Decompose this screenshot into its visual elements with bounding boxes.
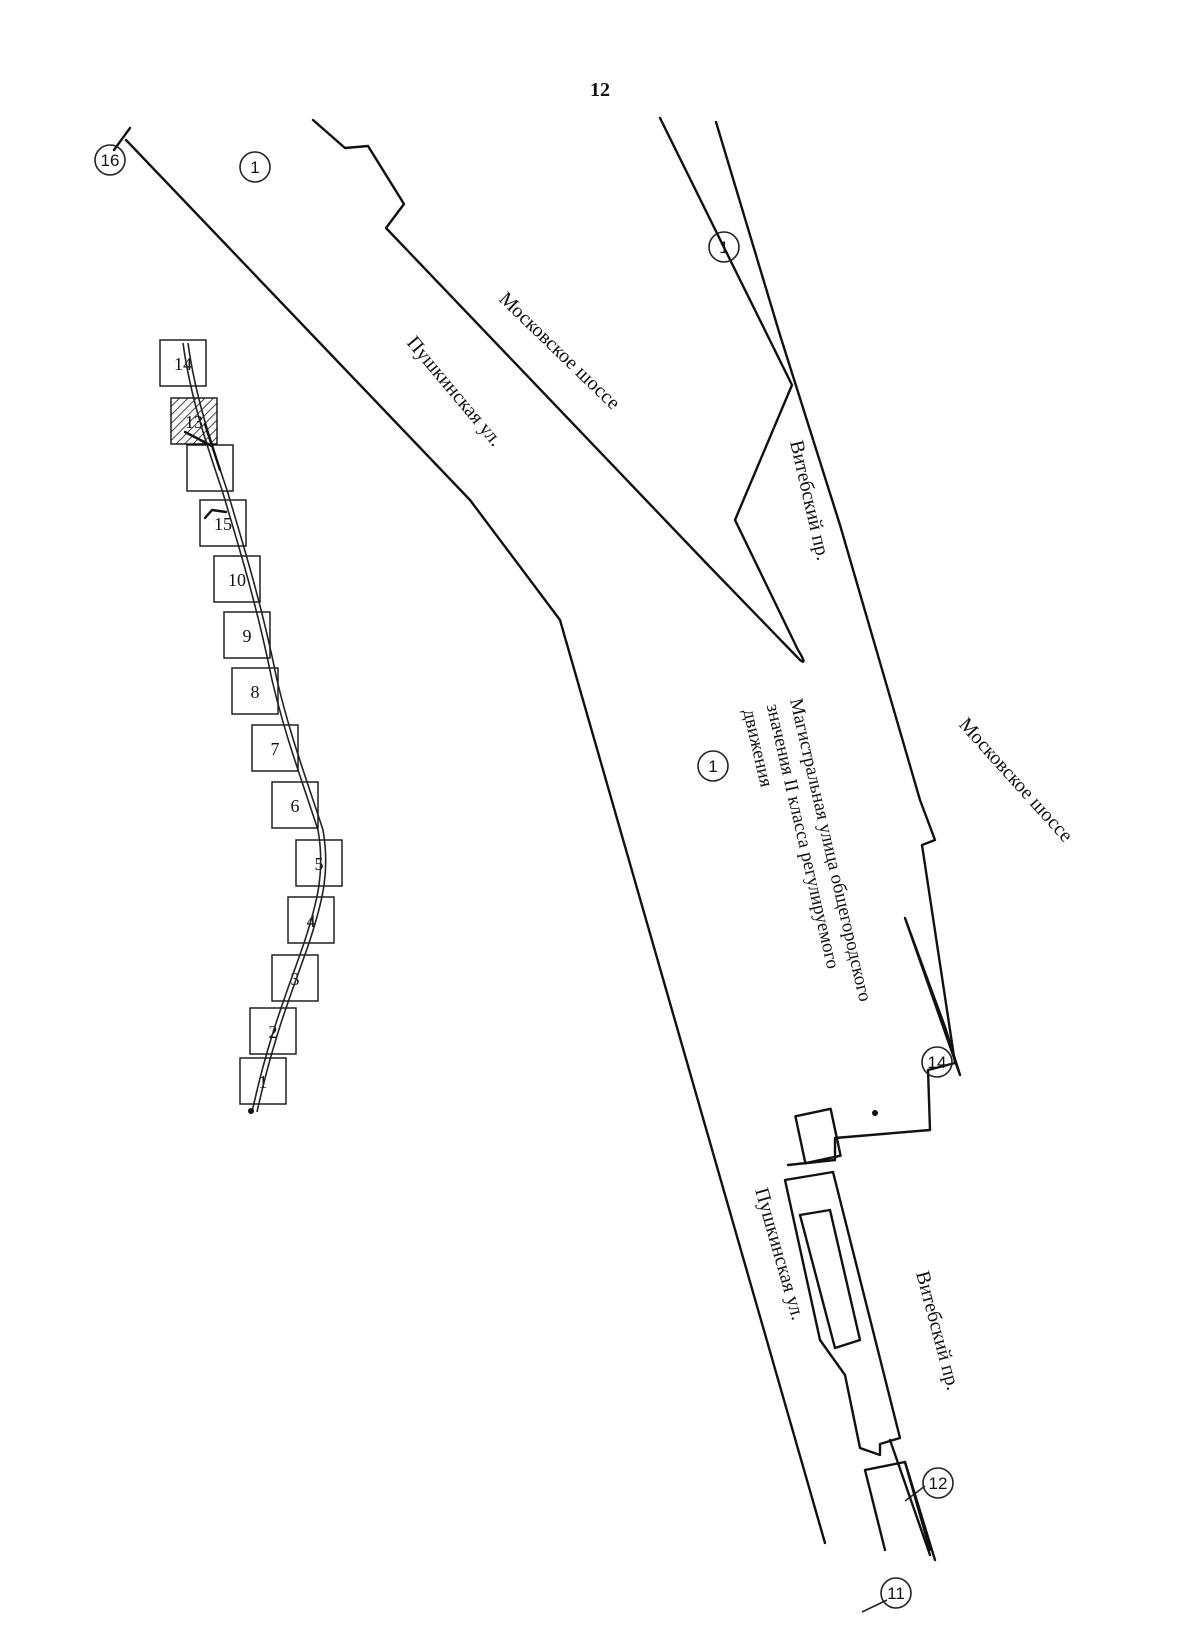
leader-marker-12 — [904, 1485, 926, 1502]
marker-circle — [697, 750, 729, 782]
section-square — [159, 339, 207, 387]
marker-circle — [880, 1577, 912, 1609]
alignment-curve-outer — [182, 342, 322, 1113]
marker-circle — [94, 144, 126, 176]
alignment-hook — [203, 508, 228, 520]
page-number: 12 — [590, 79, 610, 101]
alignment-end-point — [248, 1108, 254, 1114]
alignment-scribble — [183, 422, 222, 472]
section-label: 1 — [259, 1072, 268, 1092]
section-label: 3 — [291, 969, 300, 989]
marker-12: 12 — [922, 1467, 954, 1499]
street-vitebsky-label-1: Витебский пр. — [785, 438, 834, 562]
marker-1b: 1 — [708, 231, 740, 263]
marker-14-label: 14 — [928, 1053, 947, 1072]
marker-circle — [921, 1046, 953, 1078]
marker-1c: 1 — [697, 750, 729, 782]
traffic-island-triangle — [903, 916, 962, 1077]
marker-1a-label: 1 — [250, 158, 259, 177]
marker-16: 16 — [94, 144, 126, 176]
marker-circle — [239, 151, 271, 183]
vitebsky-east-lower-edge — [888, 1438, 932, 1557]
moskovskoe-west-edge — [311, 116, 805, 663]
main-street-classification: Магистральная улица общегородского значе… — [738, 696, 875, 1003]
section-square — [249, 1007, 297, 1055]
small-building — [794, 1107, 842, 1165]
marker-circle — [708, 231, 740, 263]
section-square — [199, 499, 247, 547]
section-label: 8 — [251, 682, 260, 702]
street-vitebsky-label-2: Витебский пр. — [911, 1269, 964, 1393]
marker-11: 11 — [880, 1577, 912, 1609]
section-square — [239, 1057, 287, 1105]
marker-1c-label: 1 — [708, 757, 717, 776]
section-label: 5 — [315, 854, 324, 874]
section-label: 15 — [214, 514, 232, 534]
street-moskovskoe-label-1: Московское шоссе — [495, 288, 625, 414]
marker-circle — [922, 1467, 954, 1499]
street-pushkinskaya-label-1: Пушкинская ул. — [402, 332, 507, 451]
section-square — [223, 611, 271, 659]
section-square — [213, 555, 261, 603]
section-label: 6 — [291, 796, 300, 816]
section-label: 9 — [243, 626, 252, 646]
marker-12-label: 12 — [929, 1474, 948, 1493]
section-square — [251, 724, 299, 772]
marker-11-label: 11 — [887, 1584, 905, 1603]
marker-14: 14 — [921, 1046, 953, 1078]
building-strip-2b — [863, 1468, 887, 1552]
section-label: 7 — [271, 739, 280, 759]
section-square — [231, 667, 279, 715]
street-moskovskoe-label-2: Московское шоссе — [954, 714, 1077, 847]
marker-11-visible-leader — [861, 1599, 888, 1613]
marker-1a: 1 — [239, 151, 271, 183]
section-label: 10 — [228, 570, 246, 590]
vitebsky-east-lower — [903, 1460, 937, 1562]
building-strip-inner — [798, 1208, 862, 1350]
marker-16-label: 16 — [101, 151, 120, 170]
section-square — [271, 954, 319, 1002]
vitebsky-east-edge — [714, 120, 957, 1167]
building-strip-1 — [783, 1170, 902, 1457]
section-square — [271, 781, 319, 829]
marker-1b-label: 1 — [719, 238, 728, 257]
section-square — [287, 896, 335, 944]
pushkinskaya-west-edge — [124, 138, 827, 1545]
alignment-curve-inner — [187, 342, 327, 1113]
survey-dot — [872, 1110, 878, 1116]
